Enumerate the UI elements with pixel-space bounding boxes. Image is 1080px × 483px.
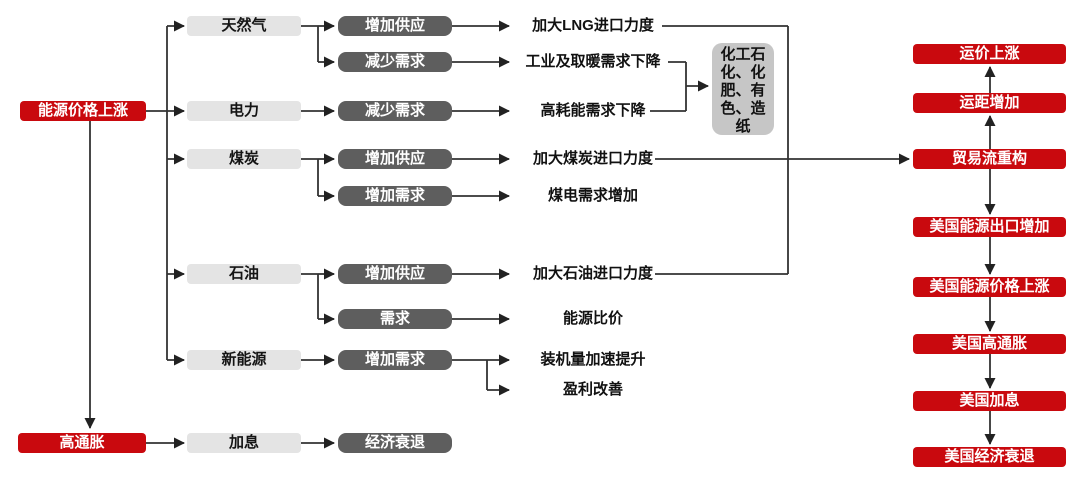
category-coal: 煤炭 — [187, 149, 301, 169]
chain-trade-flow-restructuring: 贸易流重构 — [913, 149, 1066, 169]
category-oil: 石油 — [187, 264, 301, 284]
category-natural-gas: 天然气 — [187, 16, 301, 36]
node-high-inflation: 高通胀 — [18, 433, 146, 453]
chain-freight-rate-rise: 运价上涨 — [913, 44, 1066, 64]
action-increase-supply-gas: 增加供应 — [338, 16, 452, 36]
industry-sectors-box: 化工石化、化肥、有色、造纸 — [712, 43, 774, 135]
chain-shipping-distance-increase: 运距增加 — [913, 93, 1066, 113]
outcome-industrial-heating-demand-decline: 工业及取暖需求下降 — [525, 53, 661, 70]
action-increase-supply-oil: 增加供应 — [338, 264, 452, 284]
chain-us-energy-export-increase: 美国能源出口增加 — [913, 217, 1066, 237]
action-increase-demand-coal: 增加需求 — [338, 186, 452, 206]
category-rate-hike: 加息 — [187, 433, 301, 453]
outcome-profit-improvement: 盈利改善 — [562, 381, 623, 398]
action-increase-supply-coal: 增加供应 — [338, 149, 452, 169]
action-demand-oil: 需求 — [338, 309, 452, 329]
chain-us-economic-recession: 美国经济衰退 — [913, 447, 1066, 467]
outcome-installed-capacity-acceleration: 装机量加速提升 — [540, 351, 646, 368]
outcome-energy-price-ratio: 能源比价 — [562, 310, 623, 327]
outcome-coal-power-demand-increase: 煤电需求增加 — [547, 187, 638, 204]
category-new-energy: 新能源 — [187, 350, 301, 370]
action-reduce-demand-gas: 减少需求 — [338, 52, 452, 72]
category-electricity: 电力 — [187, 101, 301, 121]
node-energy-price-rise: 能源价格上涨 — [20, 101, 146, 121]
outcome-high-energy-demand-decline: 高耗能需求下降 — [540, 102, 646, 119]
outcome-oil-imports: 加大石油进口力度 — [532, 265, 653, 282]
action-reduce-demand-electricity: 减少需求 — [338, 101, 452, 121]
action-increase-demand-new-energy: 增加需求 — [338, 350, 452, 370]
outcome-coal-imports: 加大煤炭进口力度 — [532, 150, 653, 167]
chain-us-rate-hike: 美国加息 — [913, 391, 1066, 411]
action-economic-recession: 经济衰退 — [338, 433, 452, 453]
chain-us-high-inflation: 美国高通胀 — [913, 334, 1066, 354]
chain-us-energy-price-rise: 美国能源价格上涨 — [913, 277, 1066, 297]
outcome-lng-imports: 加大LNG进口力度 — [532, 17, 654, 34]
